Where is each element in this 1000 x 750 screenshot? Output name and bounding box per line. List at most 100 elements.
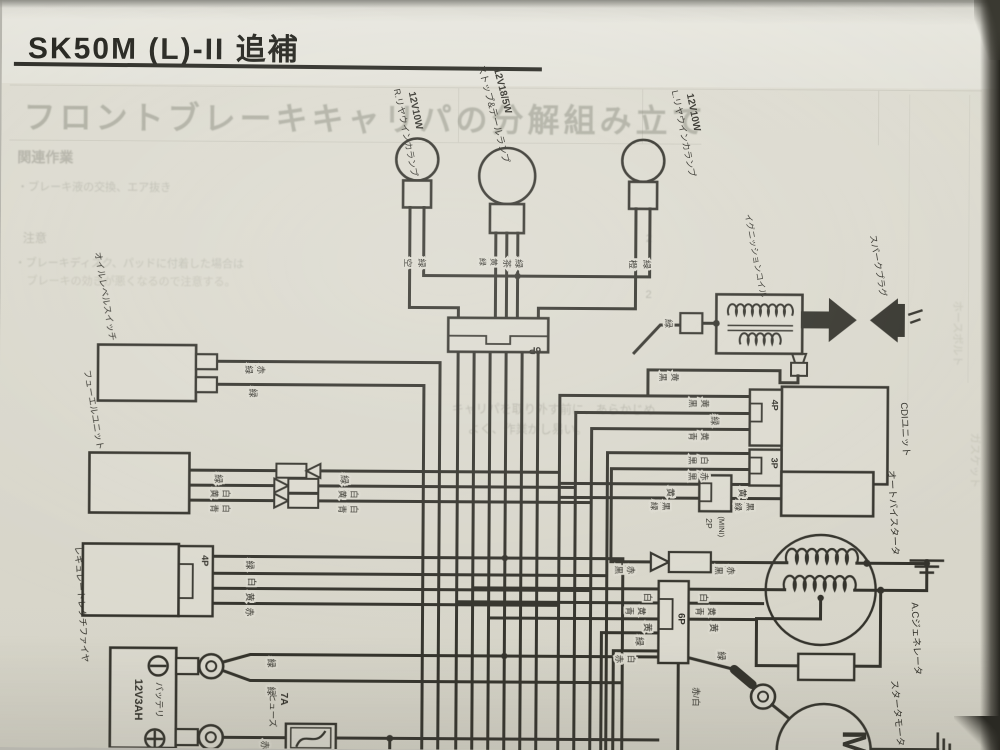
wire-color-label: 黄 — [245, 592, 256, 602]
wire-color-label: 黄 — [737, 488, 748, 498]
wire-color-label: 緑 — [716, 651, 727, 661]
ghost-text: ブレーキの効きが悪くなるので注意する。 — [27, 273, 236, 288]
cdi-unit — [748, 385, 890, 487]
component-label: 赤/白 — [691, 687, 701, 706]
regulator-rectifier — [81, 542, 215, 618]
ghost-text: ・ブレーキディスク、パッドに付着した場合は — [15, 255, 244, 270]
ghost-text-layer: フロントブレーキキャリパの分解組み立て関連作業・ブレーキ液の交換、エア抜き注意・… — [15, 99, 982, 488]
wire-color-label: 緑 — [642, 260, 653, 270]
component-label: ヒューズ — [268, 694, 278, 728]
ghost-text: フロントブレーキキャリパの分解組み立て — [23, 99, 707, 139]
wire-color-label: 青/黄 — [695, 607, 717, 616]
coil-connector — [679, 311, 704, 335]
fuse — [284, 722, 338, 750]
wire-color-label: 青/白 — [209, 504, 231, 513]
connector-2p-mini — [697, 474, 733, 513]
diagram-ink — [81, 137, 952, 750]
ac-generator — [764, 533, 945, 682]
wire-color-label: 緑/黒 — [733, 502, 755, 511]
wire-color-label: 緑 — [248, 388, 259, 398]
component-label: 4P — [770, 400, 780, 411]
wire-color-label: 黒/黄 — [658, 373, 680, 382]
junction-dots — [386, 272, 931, 742]
wire-bus — [388, 350, 680, 750]
component-label: 12V3AH — [132, 679, 144, 721]
wire-color-label: 黄 — [642, 623, 653, 633]
wire-color-label: 黄/白 — [209, 489, 231, 498]
ghost-text: ホースボルト — [951, 301, 964, 367]
wire-color-label: 黄/白 — [337, 490, 359, 499]
crimp-lug — [729, 664, 757, 690]
ghost-text: よく、作業がし易い。 — [468, 421, 588, 437]
wire-color-label: 黒/白 — [687, 456, 709, 465]
wire-color-label: 橙 — [628, 260, 639, 270]
wire-color-label: 緑 — [663, 319, 674, 329]
lamp-l-rear-winker — [621, 138, 666, 211]
wire-color-label: 緑 — [514, 259, 525, 269]
wire-color-label: 黄 — [708, 623, 719, 633]
starter-motor — [729, 664, 952, 750]
ghost-grid — [9, 84, 982, 403]
auto-bystarter — [697, 470, 875, 518]
battery — [108, 646, 225, 750]
component-label: バッテリ — [154, 682, 164, 718]
wire-color-label: 緑/黒 — [649, 502, 671, 511]
oil-level-switch — [96, 343, 219, 403]
component-label: CDIユニット — [898, 402, 912, 457]
component-label: 6P — [529, 344, 542, 355]
component-label: 6P — [675, 613, 686, 625]
component-label: A.Cジェネレータ — [909, 602, 923, 675]
ghost-text: 2 — [645, 289, 651, 301]
wire-color-label: 緑/黄 — [478, 258, 499, 267]
wire-color-label: 緑 — [266, 659, 277, 669]
spark-plug — [800, 297, 923, 343]
wire-color-label: 緑 — [213, 474, 224, 484]
component-label: 4P — [200, 555, 210, 566]
lamp-r-rear-winker — [395, 137, 440, 209]
wire-color-label: 青/黄 — [688, 432, 710, 441]
wire-color-label: 緑 — [245, 560, 256, 570]
resistor-diode — [649, 550, 713, 574]
wire-color-label: 緑 — [266, 687, 277, 697]
wire-color-label: 赤/白 — [614, 655, 636, 664]
wire-color-label: 青/白 — [337, 505, 359, 514]
ignition-coil — [679, 293, 809, 377]
wire-color-label: 黒/赤 — [714, 566, 736, 575]
component-label: 3P — [769, 458, 779, 469]
spark-plug-ground-icon — [907, 309, 923, 325]
starter-ground-icon — [936, 732, 952, 750]
component-label: オートバイスタータ — [885, 470, 900, 556]
fuel-unit — [87, 451, 322, 515]
wire-color-label: 青/黄 — [625, 607, 647, 616]
wire-color-label: 緑 — [417, 258, 428, 268]
ghost-text: 関連作業 — [17, 149, 74, 165]
connector-3p-cdi — [748, 448, 783, 487]
wire-color-label: 茶 — [502, 259, 513, 269]
ghost-text: ・ブレーキ液の交換、エア抜き — [17, 179, 171, 194]
component-label: M — [835, 730, 873, 750]
wire-color-label: 黒/黄 — [688, 399, 710, 408]
wire-color-label: 緑 — [710, 416, 721, 426]
wire-color-label: 緑/赤 — [244, 365, 266, 374]
wire-color-label: 白 — [643, 593, 654, 603]
component-label: 2P — [704, 518, 714, 529]
component-label: スタータモータ — [888, 680, 905, 747]
wire-color-label: 赤 — [245, 607, 255, 617]
wire-color-label: 緑 — [339, 475, 350, 485]
lamp-stop-tail — [477, 146, 537, 235]
plug-cap — [790, 352, 808, 364]
wire-color-label: 緑 — [634, 637, 645, 647]
wire-color-label: 空 — [403, 258, 414, 268]
component-label: (MINI) — [717, 516, 726, 537]
component-label: スパークプラグ — [868, 234, 889, 298]
wire-color-label: 黒/赤 — [614, 566, 636, 575]
wire-color-label: 赤 — [260, 741, 270, 750]
plug-cap-body — [789, 361, 809, 377]
component-label: 7A — [278, 693, 289, 706]
ghost-text: ガスケット — [968, 433, 981, 488]
battery-minus-icon — [147, 655, 169, 677]
ghost-text: 注意 — [23, 230, 47, 245]
